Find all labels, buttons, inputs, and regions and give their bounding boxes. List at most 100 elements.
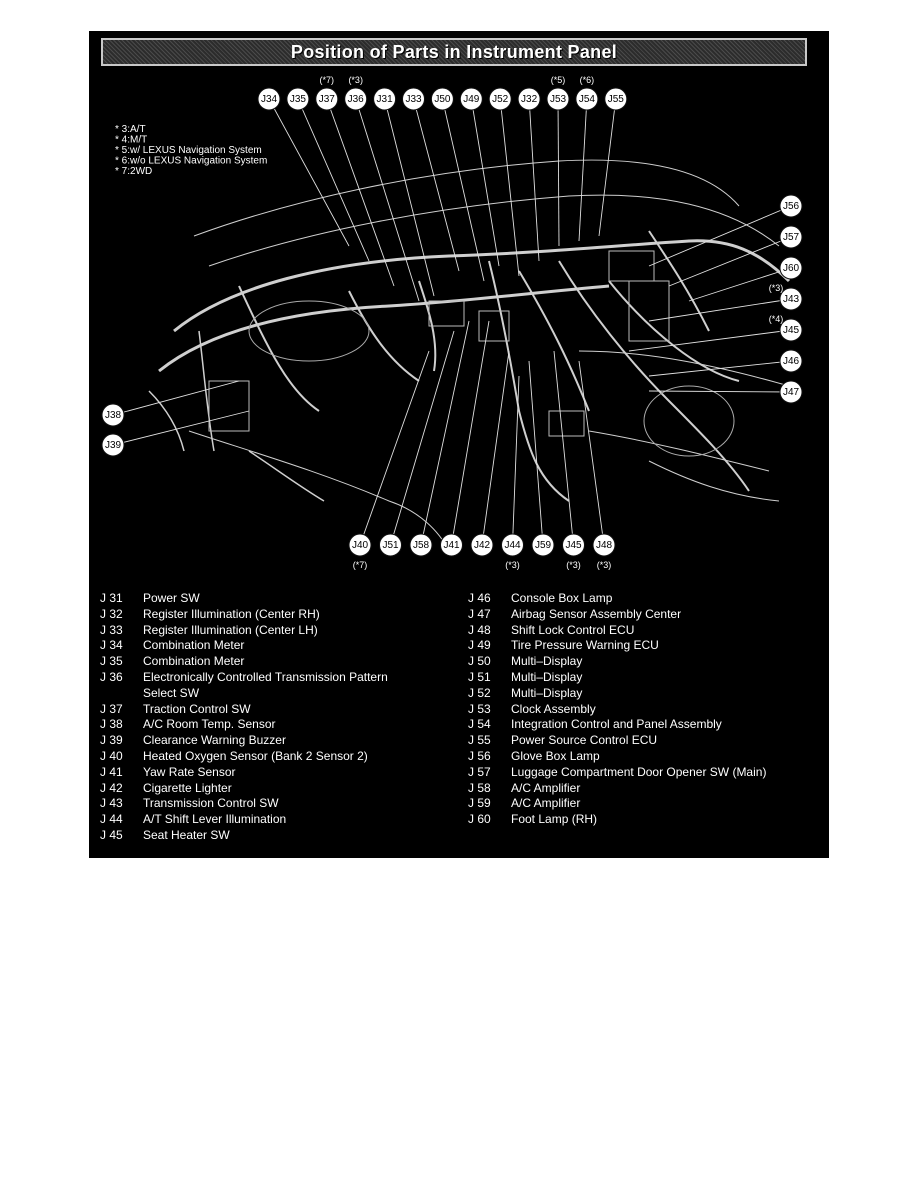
callout-label: J41 (443, 540, 460, 551)
callout-j47: J47 (779, 380, 803, 404)
callout-circle (315, 87, 339, 111)
legend-code: J 55 (468, 733, 491, 748)
callout-circle (575, 87, 599, 111)
callout-label: J31 (377, 94, 394, 105)
callout-circle (470, 533, 494, 557)
callout-circle (546, 87, 570, 111)
leader-line (598, 98, 617, 237)
legend-code: J 53 (468, 701, 491, 716)
callout-circle (779, 256, 803, 280)
legend-code: J 49 (468, 638, 491, 653)
legend-part-name: Register Illumination (Center LH) (143, 622, 318, 637)
callout-circle (286, 87, 310, 111)
legend-part-name: Power SW (143, 591, 200, 605)
callout-label: J32 (521, 94, 538, 105)
callout-label: J55 (608, 94, 625, 105)
callout-circle (779, 318, 803, 342)
leader-line (553, 350, 574, 546)
callout-j59: J59 (531, 533, 555, 557)
leader-line (470, 98, 500, 267)
legend-part-name: Seat Heater SW (143, 827, 230, 842)
leader-line (578, 98, 588, 242)
callout-j37: J37(*7) (315, 75, 339, 111)
leader-line (420, 320, 470, 546)
leader-line (390, 330, 455, 546)
callout-j49: J49 (459, 87, 483, 111)
legend-part-name: Tire Pressure Warning ECU (511, 638, 659, 653)
leader-line (512, 375, 520, 546)
callout-ref: (*3) (348, 75, 363, 85)
leader-line (578, 360, 605, 546)
legend-part-name: Combination Meter (143, 638, 245, 653)
legend-part-name: Foot Lamp (RH) (511, 812, 598, 827)
legend-code (100, 686, 143, 702)
callout-ref: (*3) (769, 283, 784, 293)
leader-lines (112, 98, 792, 546)
callout-circle (379, 533, 402, 557)
leader-line (648, 360, 792, 377)
legend-code: J 40 (100, 748, 123, 763)
callout-j36: J36(*3) (344, 75, 368, 111)
variant-note: * 4:M/T (115, 135, 147, 146)
legend-part-name: Shift Lock Control ECU (511, 622, 635, 637)
callout-circle (779, 380, 803, 404)
callout-j58: J58 (409, 533, 433, 557)
callout-label: J56 (783, 201, 800, 212)
callout-label: J49 (463, 94, 480, 105)
callout-label: J45 (565, 540, 582, 551)
dashboard-illustration (148, 159, 791, 552)
callout-label: J45 (783, 325, 800, 336)
callout-j56: J56 (779, 194, 803, 218)
callout-j53: J53(*5) (546, 75, 570, 111)
legend-code: J 38 (100, 717, 123, 732)
legend-code: J 43 (100, 796, 123, 811)
callout-label: J35 (290, 94, 307, 105)
callout-label: J58 (413, 540, 430, 551)
callout-circle (402, 87, 425, 111)
callout-label: J40 (352, 540, 369, 551)
leader-line (355, 98, 420, 302)
callout-j55: J55 (604, 87, 628, 111)
legend-part-name: A/T Shift Lever Illumination (143, 812, 287, 827)
variant-notes: * 3:A/T* 4:M/T* 5:w/ LEXUS Navigation Sy… (115, 124, 267, 177)
callout-j33: J33 (402, 87, 425, 111)
legend-code: J 60 (468, 812, 491, 827)
callout-j42: J42 (470, 533, 494, 557)
legend-part-name: Multi–Display (511, 685, 583, 700)
callout-circle (562, 533, 585, 557)
callout-circle (488, 87, 512, 111)
legend-code: J 47 (468, 606, 491, 621)
legend-part-name: Luggage Compartment Door Opener SW (Main… (511, 764, 767, 779)
legend-part-name: Clearance Warning Buzzer (143, 733, 286, 748)
legend-code: J 50 (468, 654, 491, 669)
callout-circle (459, 87, 483, 111)
legend-code: J 48 (468, 622, 491, 637)
callout-ref: (*7) (353, 560, 368, 570)
callout-label: J43 (783, 294, 800, 305)
callout-circle (409, 533, 433, 557)
legend-part-name: Traction Control SW (143, 701, 251, 716)
legend-part-name: Transmission Control SW (143, 796, 279, 811)
legend-code: J 51 (468, 669, 491, 684)
callout-circle (531, 533, 555, 557)
callout-ref: (*3) (505, 560, 520, 570)
leader-line (384, 98, 435, 297)
callout-j41: J41 (440, 533, 463, 557)
variant-note: * 7:2WD (115, 166, 152, 177)
leader-line (648, 390, 792, 393)
leader-line (499, 98, 520, 277)
leader-line (481, 350, 510, 546)
